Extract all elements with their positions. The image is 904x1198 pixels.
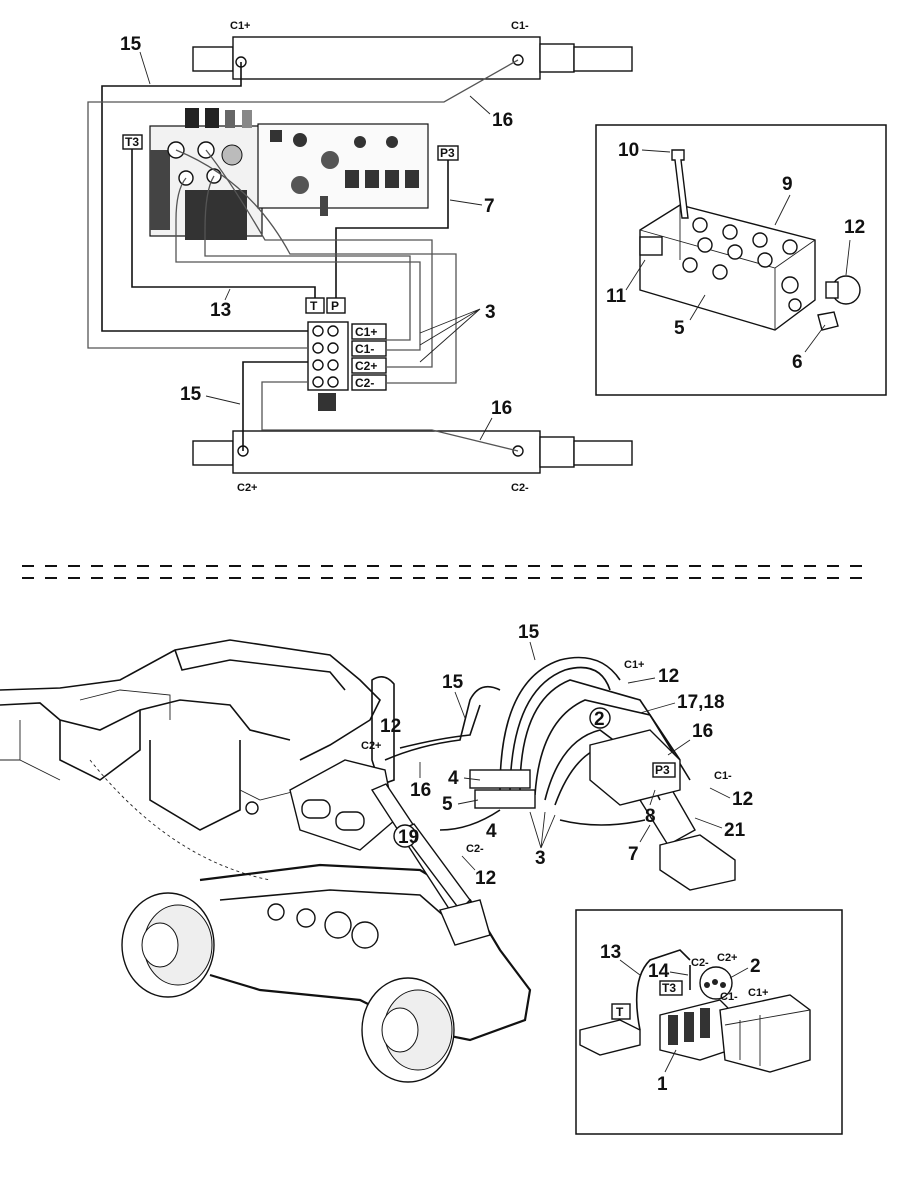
inset-t3-label: T3 [662, 981, 676, 995]
callout-16: 16 [410, 780, 431, 801]
callout-7: 7 [484, 196, 495, 217]
upper-cyl-c1minus-label: C1- [511, 20, 529, 32]
lower-cyl-c2plus-label: C2+ [237, 482, 258, 494]
bottom-c1minus-label: C1- [714, 770, 732, 782]
lower-cylinder: C2+ C2- [192, 430, 633, 494]
inset-callout-13: 13 [600, 942, 621, 963]
callout-17-18: 17,18 [677, 692, 725, 713]
inset-callout-11: 11 [606, 286, 627, 307]
callout-15-left: 15 [442, 672, 464, 693]
inset-control-valve: T T3 C2- C2+ C1- C1+ 13 14 2 1 [575, 909, 843, 1135]
manifold-c2minus-label: C2- [355, 376, 374, 390]
callout-19: 19 [398, 827, 419, 848]
inset-callout-9: 9 [782, 174, 793, 195]
cylinders [289, 759, 736, 946]
bottom-c2minus-label: C2- [466, 843, 484, 855]
inset-t-label: T [616, 1005, 624, 1019]
valve-p3-label: P3 [440, 146, 455, 160]
callout-16-bracket: 16 [692, 721, 713, 742]
inset-callout-14: 14 [648, 961, 670, 982]
callout-15-upper: 15 [120, 34, 142, 55]
manifold-t-label: T [310, 299, 318, 313]
bottom-p3-label: P3 [655, 763, 670, 777]
inset-c2minus-label: C2- [691, 957, 709, 969]
hydraulic-lines [87, 59, 519, 452]
callout-16-upper: 16 [492, 110, 513, 131]
distribution-manifold: T P C1+ C1- C2+ C2- [305, 297, 387, 411]
manifold-c1minus-label: C1- [355, 342, 374, 356]
inset-callout-2: 2 [750, 956, 761, 977]
callout-4-bottom: 4 [486, 821, 497, 842]
upper-cyl-c1plus-label: C1+ [230, 20, 251, 32]
section-separator [22, 565, 870, 579]
callout-12-c1plus: 12 [658, 666, 679, 687]
callout-12-c1minus: 12 [732, 789, 753, 810]
inset-c1minus-label: C1- [720, 991, 738, 1003]
callout-16-lower: 16 [491, 398, 512, 419]
inset-callout-5: 5 [674, 318, 685, 339]
inset-valve-section: 10 9 12 11 5 6 [595, 124, 887, 396]
inset-callout-10: 10 [618, 140, 639, 161]
callout-5: 5 [442, 794, 453, 815]
hose-bundle: P3 [384, 656, 691, 831]
manifold-p-label: P [331, 299, 339, 313]
axle-assembly [121, 863, 532, 1083]
callout-7-bottom: 7 [628, 844, 639, 865]
inset-c2plus-label: C2+ [717, 952, 738, 964]
callout-3: 3 [485, 302, 496, 323]
callout-12-c2plus: 12 [380, 716, 401, 737]
bottom-c2plus-label: C2+ [361, 740, 382, 752]
callout-2: 2 [594, 709, 605, 730]
machine-frame [0, 639, 395, 881]
inset-c1plus-label: C1+ [748, 987, 769, 999]
inset-callout-12: 12 [844, 217, 865, 238]
inset-callout-6: 6 [792, 352, 803, 373]
manifold-c2plus-label: C2+ [355, 359, 377, 373]
callout-4-top: 4 [448, 768, 459, 789]
upper-cylinder: C1+ C1- [192, 20, 633, 80]
inset-callout-1: 1 [657, 1074, 668, 1095]
bottom-assembly: P3 C1+ C2+ C1- C2- 15 15 12 17,18 16 12 … [0, 622, 753, 1083]
callout-8: 8 [645, 806, 656, 827]
lower-cyl-c2minus-label: C2- [511, 482, 529, 494]
callout-15-top: 15 [518, 622, 540, 643]
valve-t3-label: T3 [125, 135, 139, 149]
callout-21: 21 [724, 820, 746, 841]
control-valve-block: T3 P3 [122, 108, 459, 240]
top-callouts: 15 16 7 13 3 15 16 [120, 34, 513, 441]
callout-12-c2minus: 12 [475, 868, 496, 889]
callout-13: 13 [210, 300, 231, 321]
manifold-c1plus-label: C1+ [355, 325, 377, 339]
top-schematic: C1+ C1- C2+ C2- [87, 20, 633, 494]
callout-3-bottom: 3 [535, 848, 546, 869]
bottom-callouts: 15 15 12 17,18 16 12 2 4 5 4 16 19 3 12 [380, 622, 753, 889]
bottom-c1plus-label: C1+ [624, 659, 645, 671]
callout-15-lower: 15 [180, 384, 202, 405]
